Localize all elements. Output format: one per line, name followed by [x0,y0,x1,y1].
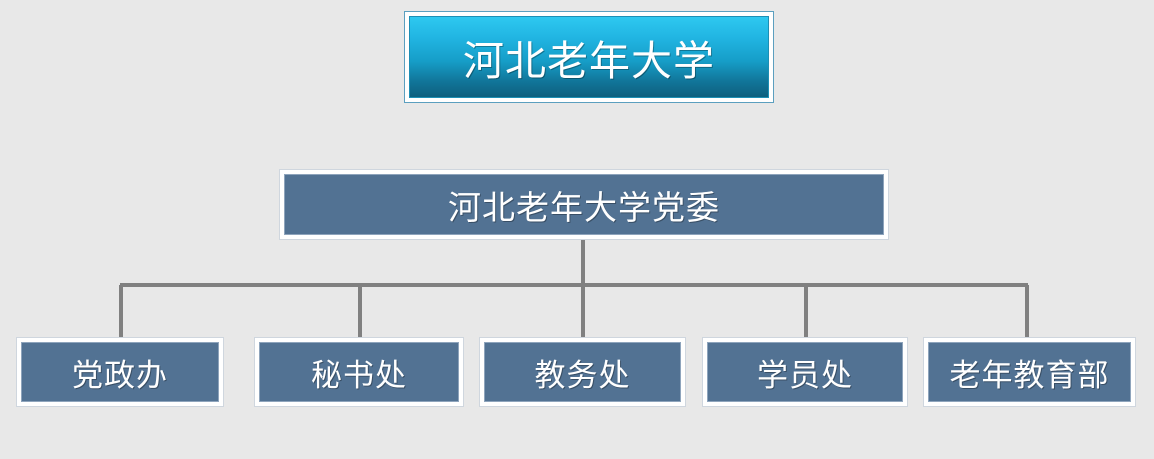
node-party-committee-label: 河北老年大学党委 [448,190,720,227]
node-department-dangzhengban-inner: 党政办 [21,342,219,402]
node-department-laonianjiaoyubu-inner: 老年教育部 [928,342,1131,402]
node-university-title-label: 河北老年大学 [463,38,715,84]
node-department-xueyuanchu-inner: 学员处 [707,342,903,402]
node-department-mishuchu[interactable]: 秘书处 [254,337,464,407]
node-department-laonianjiaoyubu[interactable]: 老年教育部 [923,337,1136,407]
node-department-laonianjiaoyubu-label: 老年教育部 [949,357,1110,393]
node-department-xueyuanchu-label: 学员处 [757,357,853,393]
node-university-title[interactable]: 河北老年大学 [404,11,774,103]
node-department-dangzhengban-label: 党政办 [72,357,168,393]
node-party-committee[interactable]: 河北老年大学党委 [279,169,889,240]
node-department-xueyuanchu[interactable]: 学员处 [702,337,908,407]
node-university-title-inner: 河北老年大学 [409,16,769,98]
node-department-jiaowuchu-label: 教务处 [534,357,631,393]
node-department-mishuchu-inner: 秘书处 [259,342,459,402]
node-department-jiaowuchu-inner: 教务处 [484,342,681,402]
node-department-jiaowuchu[interactable]: 教务处 [479,337,686,407]
node-department-mishuchu-label: 秘书处 [311,357,407,393]
node-party-committee-inner: 河北老年大学党委 [284,174,884,235]
node-department-dangzhengban[interactable]: 党政办 [16,337,224,407]
